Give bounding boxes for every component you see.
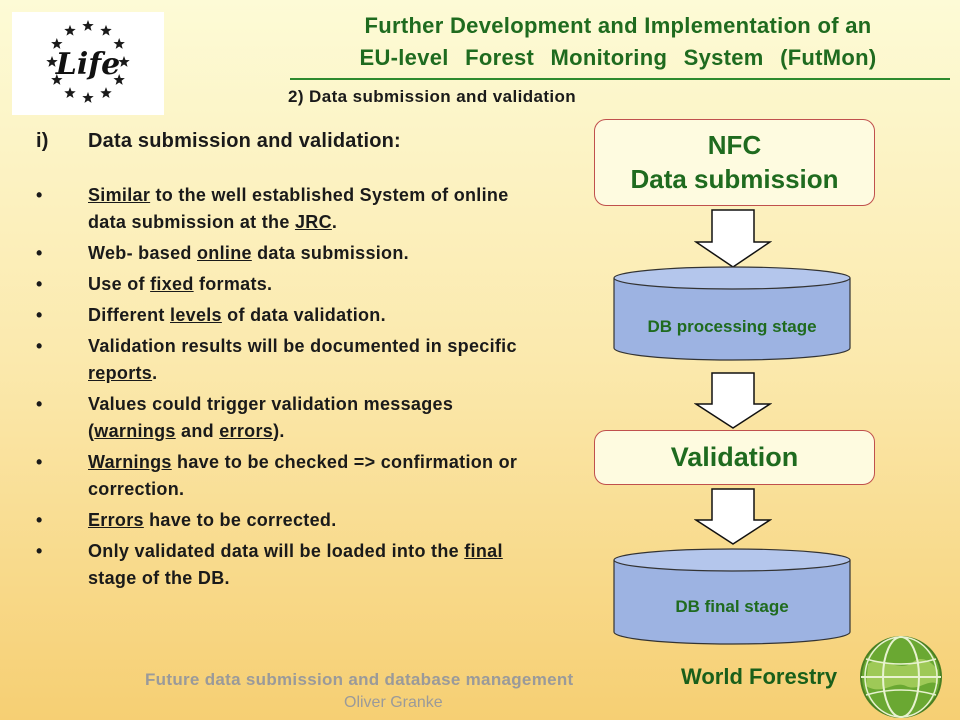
data-submission-label: Data submission xyxy=(630,164,839,194)
bullet-item: Web- based online data submission. xyxy=(36,240,541,267)
footer-title: Future data submission and database mana… xyxy=(145,670,574,689)
logo-star xyxy=(82,92,94,103)
bullet-text: to the well established System of online… xyxy=(88,185,509,232)
logo-star xyxy=(64,24,76,36)
db-processing-label: DB processing stage xyxy=(647,317,817,336)
underlined-term: reports xyxy=(88,363,153,383)
section-number: i) xyxy=(36,130,49,152)
underlined-term: Warnings xyxy=(88,452,172,472)
underlined-term: Errors xyxy=(88,510,144,530)
down-arrow-icon xyxy=(694,372,772,429)
bullet-item: Errors have to be corrected. xyxy=(36,507,541,534)
logo-star xyxy=(82,20,94,31)
title-line-1: Further Development and Implementation o… xyxy=(364,13,872,38)
bullet-list: Similar to the well established System o… xyxy=(36,182,541,596)
bullet-text: have to be checked => confirmation or co… xyxy=(88,452,518,499)
page-subtitle: 2) Data submission and validation xyxy=(288,87,577,106)
underlined-term: fixed xyxy=(150,274,194,294)
db-final-cylinder: DB final stage xyxy=(613,548,851,646)
logo-star xyxy=(46,56,58,67)
title-underline xyxy=(290,78,950,80)
nfc-data-submission-box: NFC Data submission xyxy=(594,119,875,206)
bullet-text: . xyxy=(152,363,158,383)
globe-icon xyxy=(860,636,942,718)
world-forestry-brand: World Forestry xyxy=(681,664,838,689)
nfc-label: NFC xyxy=(707,130,762,160)
bullet-item: Only validated data will be loaded into … xyxy=(36,538,541,592)
bullet-text: data submission. xyxy=(251,243,409,263)
logo-star xyxy=(51,38,63,49)
bullet-item: Similar to the well established System o… xyxy=(36,182,541,236)
underlined-term: warnings xyxy=(94,421,176,441)
down-arrow-icon xyxy=(694,488,772,545)
bullet-item: Warnings have to be checked => confirmat… xyxy=(36,449,541,503)
db-processing-cylinder: DB processing stage xyxy=(613,266,851,362)
bullet-text: Only validated data will be loaded into … xyxy=(88,541,465,561)
underlined-term: JRC xyxy=(294,212,332,232)
eu-life-logo: Life xyxy=(12,12,164,115)
bullet-item: Use of fixed formats. xyxy=(36,271,541,298)
logo-star xyxy=(100,87,112,99)
underlined-term: errors xyxy=(219,421,274,441)
underlined-term: online xyxy=(197,243,252,263)
bullet-item: Values could trigger validation messages… xyxy=(36,391,541,445)
logo-star xyxy=(113,74,125,85)
bullet-item: Validation results will be documented in… xyxy=(36,333,541,387)
bullet-text: and xyxy=(175,421,220,441)
footer-author: Oliver Granke xyxy=(344,694,443,711)
eu-life-logo-icon: Life xyxy=(46,20,130,103)
bullet-text: of data validation. xyxy=(221,305,386,325)
bullet-text: . xyxy=(331,212,338,232)
bullet-text: Web- based xyxy=(88,243,197,263)
bullet-text: formats. xyxy=(193,274,273,294)
section-heading: i) Data submission and validation: xyxy=(36,130,401,153)
logo-star xyxy=(51,74,63,85)
underlined-term: Similar xyxy=(88,185,151,205)
underlined-term: levels xyxy=(170,305,222,325)
bullet-text: Validation results will be documented in… xyxy=(88,336,517,356)
bullet-text: have to be corrected. xyxy=(143,510,337,530)
bullet-text: Values could trigger validation messages… xyxy=(88,394,454,441)
logo-text: Life xyxy=(55,47,120,82)
bullet-item: Different levels of data validation. xyxy=(36,302,541,329)
bullet-text: Use of xyxy=(88,274,151,294)
logo-star xyxy=(100,24,112,36)
validation-label: Validation xyxy=(670,442,799,472)
section-heading-text: Data submission and validation: xyxy=(88,130,401,152)
underlined-term: final xyxy=(464,541,503,561)
bullet-text: Different xyxy=(88,305,171,325)
logo-star xyxy=(113,38,125,49)
db-final-label: DB final stage xyxy=(675,597,789,616)
logo-star xyxy=(64,87,76,99)
page-title: Further Development and Implementation o… xyxy=(280,10,956,74)
down-arrow-icon xyxy=(694,209,772,268)
bullet-text: ). xyxy=(273,421,285,441)
bullet-text: stage of the DB. xyxy=(88,568,230,588)
validation-box: Validation xyxy=(594,430,875,485)
logo-star xyxy=(118,56,130,67)
title-line-2: EU-level Forest Monitoring System (FutMo… xyxy=(359,45,877,70)
